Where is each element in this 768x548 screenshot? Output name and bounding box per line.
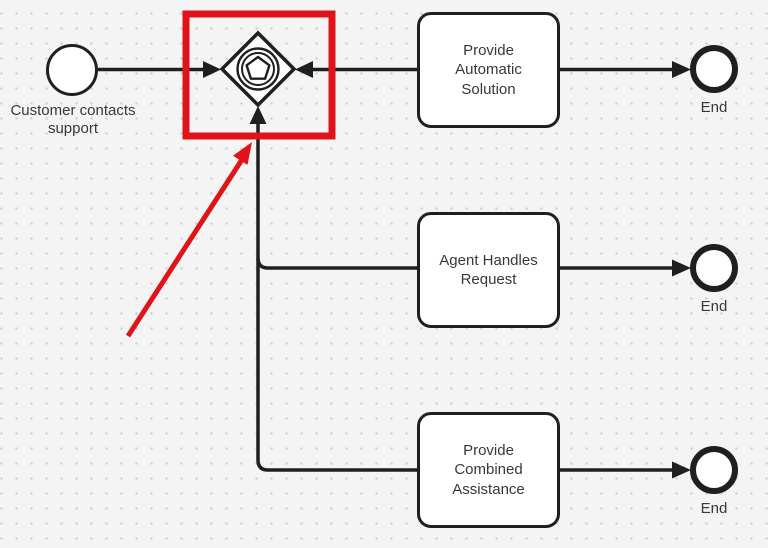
task-agent-handles-request: Agent Handles Request [417,212,560,328]
gateway-outer-circle [236,47,280,91]
annotation-arrow-shaft [125,156,246,338]
end-event-3-label: End [700,500,728,517]
gateway-inner-circle [241,52,275,86]
end-event-2-label: End [700,298,728,315]
highlight-box [182,10,336,140]
end-event-3-circle [690,446,738,494]
arrowhead-into-end2 [672,259,691,277]
task-provide-automatic-solution: Provide Automatic Solution [417,12,560,128]
arrowhead-into-gateway-right [295,61,313,78]
gateway-pentagon-icon [245,55,271,80]
arrowhead-into-gateway-left [203,61,221,78]
end-event-1-circle [690,45,738,93]
arrowhead-into-end3 [672,461,691,479]
start-event-circle [46,44,98,96]
task-label: Provide Automatic Solution [455,42,522,98]
task-label: Agent Handles Request [439,251,538,288]
annotation-arrow-head [233,142,252,165]
flow-task2-branch-to-trunk [256,257,417,270]
task-label: Provide Combined Assistance [452,442,525,498]
start-event-label: Customer contacts support [10,102,136,138]
flow-task3-trunk-to-gateway [256,122,417,472]
task-provide-combined-assistance: Provide Combined Assistance [417,412,560,528]
arrowhead-into-end1 [672,61,691,78]
event-based-gateway [219,30,297,108]
end-event-2-circle [690,244,738,292]
arrowhead-into-gateway-bottom [249,106,267,124]
end-event-1-label: End [700,99,728,116]
